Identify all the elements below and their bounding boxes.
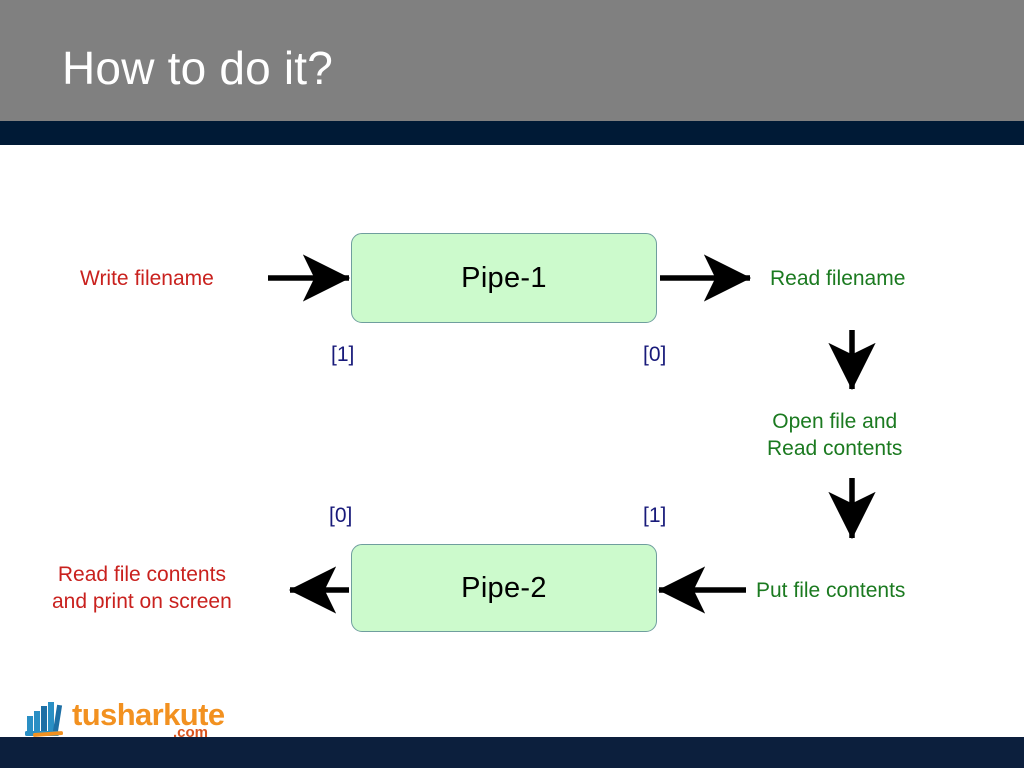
pipe-2-box[interactable]: Pipe-2 (351, 544, 657, 632)
logo-tld: .com (173, 724, 209, 741)
pipe-1-write-port-label: [1] (331, 343, 355, 366)
page-title: How to do it? (62, 42, 334, 94)
label-read-contents-line-2: and print on screen (52, 590, 232, 613)
footer-band (0, 737, 1024, 768)
label-put-file-contents: Put file contents (756, 579, 906, 602)
pipe-2-write-port-label: [1] (643, 504, 667, 527)
pipe-2-label: Pipe-2 (461, 571, 547, 604)
site-logo[interactable]: tusharkute .com (24, 697, 225, 743)
header-band (0, 0, 1024, 121)
header-accent-rule (0, 121, 1024, 145)
label-write-filename: Write filename (80, 267, 214, 290)
pipe-1-box[interactable]: Pipe-1 (351, 233, 657, 323)
label-open-file-line-2: Read contents (767, 437, 903, 460)
label-open-file-line-1: Open file and (772, 410, 898, 433)
books-icon (25, 702, 63, 737)
pipe-1-label: Pipe-1 (461, 261, 547, 294)
label-open-file-read-contents: Open file and Read contents (767, 408, 902, 462)
label-read-filename: Read filename (770, 267, 906, 290)
pipe-2-read-port-label: [0] (329, 504, 353, 527)
pipe-1-read-port-label: [0] (643, 343, 667, 366)
logo-wordmark: tusharkute (72, 697, 225, 732)
label-read-file-contents: Read file contents and print on screen (52, 561, 232, 615)
label-read-contents-line-1: Read file contents (57, 563, 226, 586)
